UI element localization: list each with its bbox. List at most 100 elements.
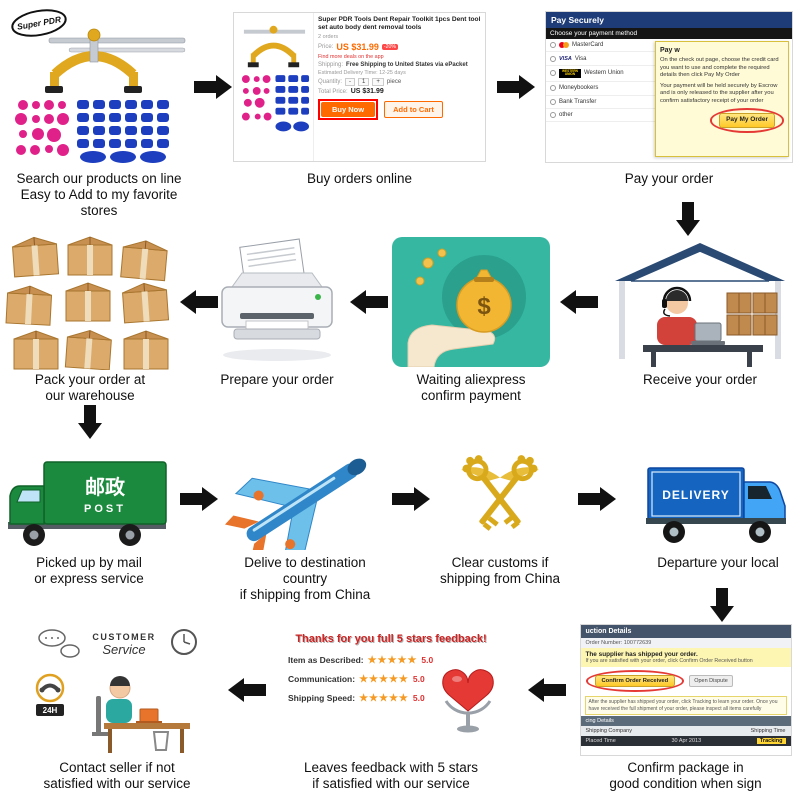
caption-line: shipping from China (439, 571, 561, 587)
hand-icon (407, 324, 496, 367)
money-bag-icon: $ (456, 269, 512, 333)
confirm-order-received-button[interactable]: Confirm Order Received (594, 675, 676, 687)
panel-title: Pay w (660, 47, 680, 54)
delivery-estimate: Estimated Delivery Time: 12-25 days (318, 70, 406, 77)
customer-service-image: CUSTOMER Service 24H (35, 629, 197, 753)
method-other[interactable]: other (546, 109, 664, 123)
h24-text: 24H (43, 706, 58, 715)
arrow-right-icon (578, 487, 616, 511)
step-caption: Waiting aliexpress confirm payment (392, 372, 550, 404)
method-bank-transfer[interactable]: Bank Transfer (546, 96, 664, 109)
quantity-increase-button[interactable]: + (372, 78, 384, 87)
delivery-truck-illustration: DELIVERY (642, 448, 794, 550)
clock-icon (171, 629, 197, 655)
step-departure-local: DELIVERY Departure your local (642, 448, 794, 571)
mastercard-icon (559, 42, 569, 49)
method-mastercard[interactable]: MasterCard (546, 39, 664, 53)
heart-globe-icon (442, 669, 494, 733)
radio-icon[interactable] (550, 42, 556, 49)
table-row: Shipping Company Shipping Time (580, 726, 791, 736)
arrow-right-icon (497, 75, 535, 99)
step-caption: Buy orders online (232, 171, 487, 187)
step-prepare-order: Prepare your order (212, 237, 342, 388)
payment-method-list: MasterCard VISA Visa WESTERN UNION Weste… (546, 39, 664, 123)
customer-service-illustration: CUSTOMER Service 24H (28, 625, 206, 755)
feedback-score: 5.0 (412, 693, 425, 703)
step-leave-feedback: Thanks for you full 5 stars feedback! It… (282, 625, 500, 792)
feedback-title: Thanks for you full 5 stars feedback! (295, 633, 487, 645)
caption-line: satisfied with our service (43, 776, 191, 792)
receive-order-illustration (605, 237, 795, 367)
caption-line: Easy to Add to my favorite stores (20, 187, 178, 219)
price-label: Price: (318, 44, 334, 51)
step-pay-order: Pay Securely Choose your payment method … (545, 8, 793, 187)
arrow-down-icon (676, 202, 700, 236)
feedback-score: 5.0 (412, 674, 425, 684)
method-label: Bank Transfer (559, 98, 597, 105)
airplane-illustration (224, 448, 386, 550)
open-dispute-button[interactable]: Open Dispute (689, 675, 733, 687)
radio-icon[interactable] (550, 112, 556, 119)
app-deals-link[interactable]: Find more deals on the app (318, 54, 384, 61)
radio-icon[interactable] (550, 70, 556, 77)
airplane-icon (224, 458, 367, 550)
confirm-package-screenshot: uction Details Order Number: 100772639 T… (579, 624, 792, 756)
method-moneybookers[interactable]: Moneybookers (546, 82, 664, 96)
money-bag-image: $ (392, 237, 550, 367)
caption-line: Picked up by mail (36, 555, 142, 570)
product-thumbnail-image (241, 25, 310, 132)
caption-line: good condition when sign (609, 776, 762, 792)
pay-my-order-button[interactable]: Pay My Order (719, 113, 775, 128)
quantity-value[interactable]: 1 (358, 78, 370, 87)
five-stars-icon: ★★★★★ (367, 655, 418, 666)
choose-method-bar: Choose your payment method (546, 28, 792, 39)
tracking-badge[interactable]: Tracking (756, 738, 786, 744)
step-buy-orders: Super PDR Tools Dent Repair Toolkit 1pcs… (232, 8, 487, 187)
money-bag-illustration: $ (392, 237, 550, 367)
arrow-left-icon (350, 290, 388, 314)
feedback-row: Item as Described: ★★★★★ 5.0 (288, 655, 500, 666)
customer-text: CUSTOMER (92, 632, 155, 642)
customs-keys-illustration (432, 448, 568, 550)
method-label: other (559, 112, 573, 119)
arrow-left-icon (560, 290, 598, 314)
product-thumbnail (234, 13, 314, 161)
method-visa[interactable]: VISA Visa (546, 52, 664, 66)
step-search-products: Super PDR (8, 8, 190, 220)
dent-repair-kit-image: Super PDR (11, 9, 186, 163)
caption-line: Buy orders online (306, 171, 413, 186)
tracking-tooltip: After the supplier has shipped your orde… (584, 696, 787, 715)
coins-icon (415, 248, 447, 286)
support-agent-icon (643, 286, 763, 367)
payment-tip: Your payment will be held securely by Es… (660, 82, 778, 104)
step-pack-order: Pack your order at our warehouse (4, 234, 176, 404)
step-caption: Picked up by mail or express service (4, 555, 174, 587)
shipping-value: Free Shipping to United States via ePack… (346, 62, 468, 69)
step-caption: Pay your order (545, 171, 793, 187)
discount-badge: -20% (381, 44, 398, 51)
step-caption: Departure your local (642, 555, 794, 571)
method-label: Western Union (584, 70, 624, 77)
radio-icon[interactable] (550, 55, 556, 62)
method-label: Visa (574, 55, 587, 62)
arrow-right-icon (194, 75, 232, 99)
payment-screenshot: Pay Securely Choose your payment method … (545, 11, 793, 163)
method-western-union[interactable]: WESTERN UNION Western Union (546, 66, 664, 83)
five-stars-icon: ★★★★★ (359, 674, 409, 685)
step-clear-customs: Clear customs if shipping from China (432, 448, 568, 587)
arrow-down-icon (710, 588, 734, 622)
payment-tip: On the check out page, choose the credit… (660, 57, 779, 79)
quantity-decrease-button[interactable]: - (345, 78, 356, 87)
add-to-cart-button[interactable]: Add to Cart (384, 101, 443, 119)
step-waiting-payment: $ Waiting aliexpress confirm payment (392, 237, 550, 404)
step-deliver-destination: Delive to destination country if shippin… (224, 448, 386, 604)
radio-icon[interactable] (550, 85, 556, 92)
cardboard-boxes-icon (5, 234, 170, 370)
method-label: MasterCard (572, 42, 604, 49)
step-caption: Contact seller if not satisfied with our… (28, 760, 206, 792)
step-caption: Receive your order (605, 372, 795, 388)
buy-now-button[interactable]: Buy Now (321, 102, 376, 118)
order-number-row: Order Number: 100772639 (580, 638, 791, 648)
radio-icon[interactable] (550, 98, 556, 105)
